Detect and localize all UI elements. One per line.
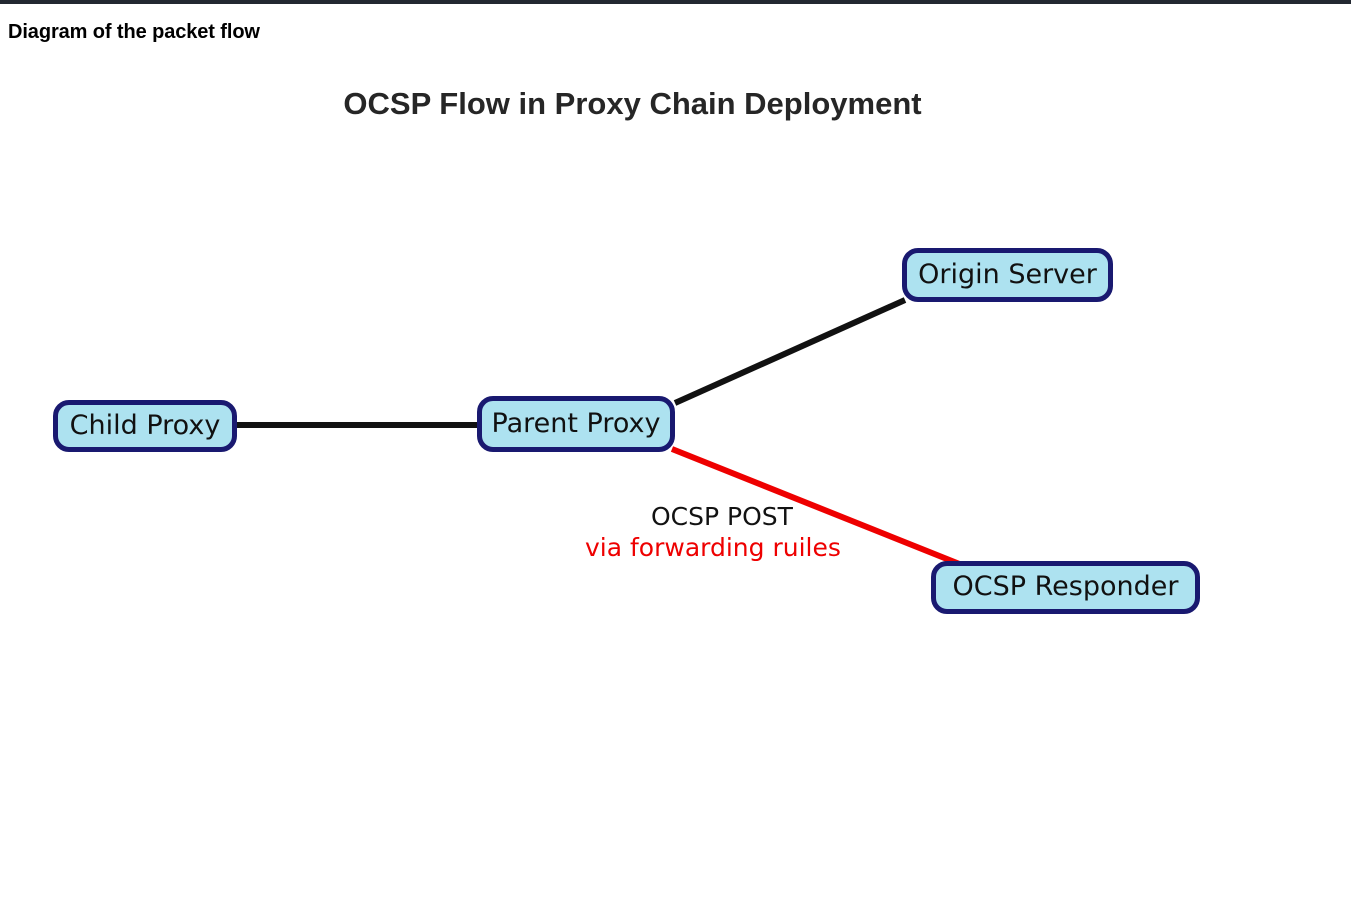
header-caption: Diagram of the packet flow xyxy=(8,21,260,43)
edge-parent-to-origin xyxy=(673,297,907,406)
node-child-proxy-label: Child Proxy xyxy=(69,409,221,441)
node-child-proxy[interactable]: Child Proxy xyxy=(53,400,237,452)
node-ocsp-responder[interactable]: OCSP Responder xyxy=(931,561,1200,614)
node-parent-proxy-label: Parent Proxy xyxy=(491,407,661,439)
page-title: OCSP Flow in Proxy Chain Deployment xyxy=(343,86,922,121)
node-parent-proxy[interactable]: Parent Proxy xyxy=(477,396,675,452)
node-origin-server[interactable]: Origin Server xyxy=(902,248,1113,302)
edge-label-via-forwarding-ruiles: via forwarding ruiles xyxy=(585,533,841,562)
edge-parent-to-ocsp-responder xyxy=(670,446,964,568)
top-rule-divider xyxy=(0,0,1351,4)
node-origin-server-label: Origin Server xyxy=(918,258,1097,290)
node-ocsp-responder-label: OCSP Responder xyxy=(952,571,1179,602)
edge-label-ocsp-post: OCSP POST xyxy=(651,502,793,531)
